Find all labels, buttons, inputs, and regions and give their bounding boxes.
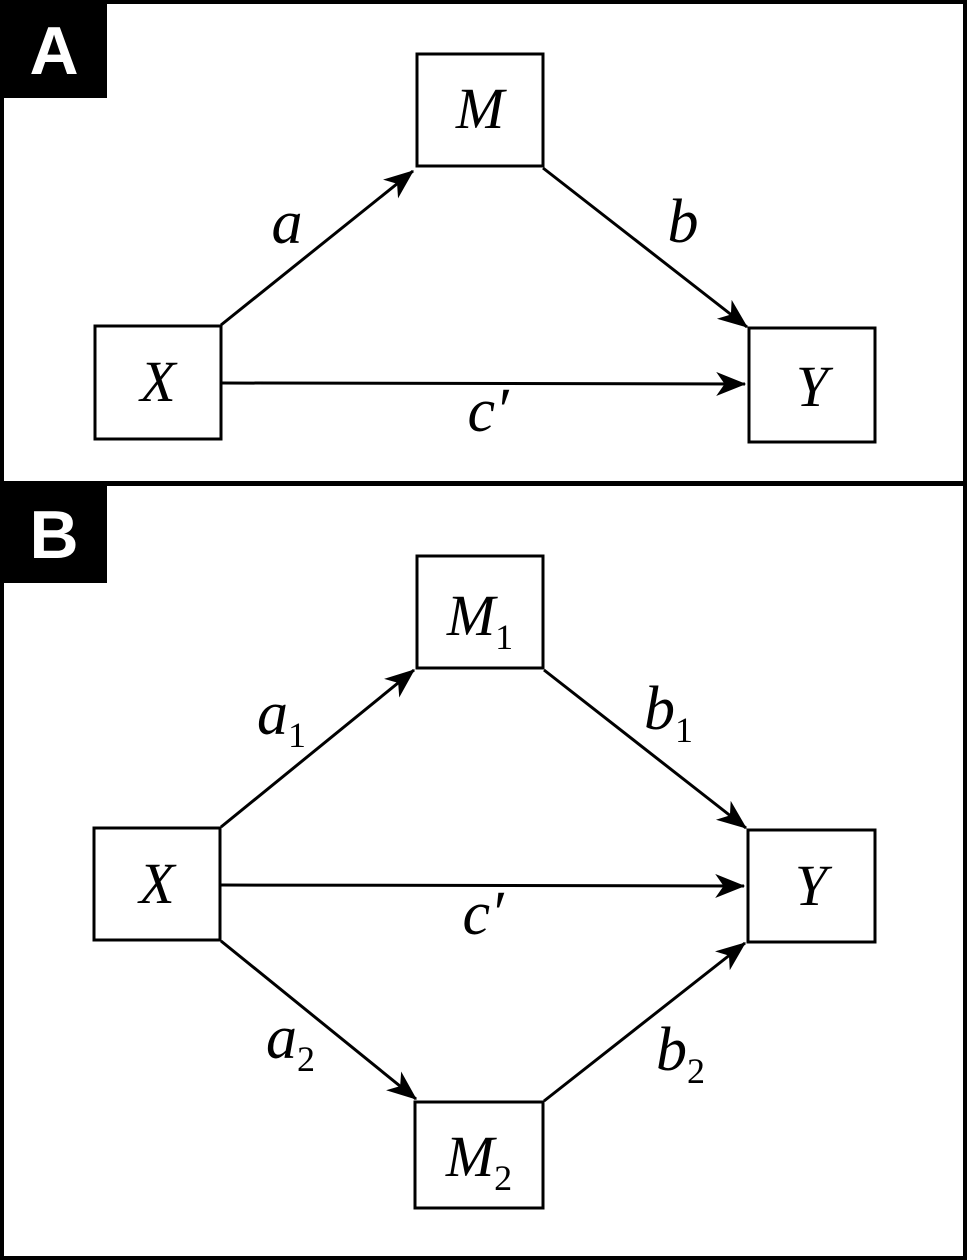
node-box-m: [415, 52, 545, 168]
panel-divider: [0, 481, 967, 486]
node-label-m2: M2: [445, 1124, 512, 1198]
panel-a-tag: A: [29, 13, 78, 89]
edge-c-prime-label: c′: [467, 377, 510, 445]
node-label-m: M: [455, 76, 507, 141]
node-box-m2: [413, 1100, 545, 1210]
edge-a2-arrow: [220, 939, 417, 1101]
edge-a1-arrow: [220, 668, 415, 829]
node-box-m1: [415, 554, 545, 670]
edge-a1-label: a1: [257, 680, 306, 755]
edge-a2-label: a2: [266, 1004, 315, 1079]
edge-c-prime-label-b: c′: [462, 880, 505, 948]
node-box-y: [747, 326, 877, 444]
panel-b: B a1 b1 c′ a2 b2 M1 X Y M2: [2, 486, 877, 1210]
node-label-m1: M1: [446, 583, 513, 657]
node-box-y-b: [746, 828, 877, 944]
edge-c-prime-arrow: [221, 371, 747, 396]
node-label-x-b: X: [137, 851, 177, 916]
panel-a: A a b c′ M X Y: [2, 2, 877, 445]
panel-a-tag-box: [2, 2, 107, 98]
node-label-x: X: [138, 349, 178, 414]
node-label-y: Y: [796, 354, 834, 419]
edge-c-prime-arrow-b: [220, 873, 746, 898]
edge-b-arrow: [542, 166, 748, 329]
node-label-y-b: Y: [795, 853, 833, 918]
edge-a-label: a: [272, 189, 303, 257]
node-box-x: [93, 324, 223, 441]
edge-b1-label: b1: [644, 675, 693, 750]
edge-b-label: b: [668, 188, 699, 256]
edge-a-arrow: [220, 169, 414, 327]
edge-b1-arrow: [543, 668, 747, 830]
node-box-x-b: [92, 826, 222, 942]
panel-b-tag-box: [2, 486, 107, 583]
panel-b-tag: B: [29, 497, 78, 573]
edge-b2-label: b2: [656, 1016, 705, 1091]
edge-b2-arrow: [543, 941, 746, 1103]
